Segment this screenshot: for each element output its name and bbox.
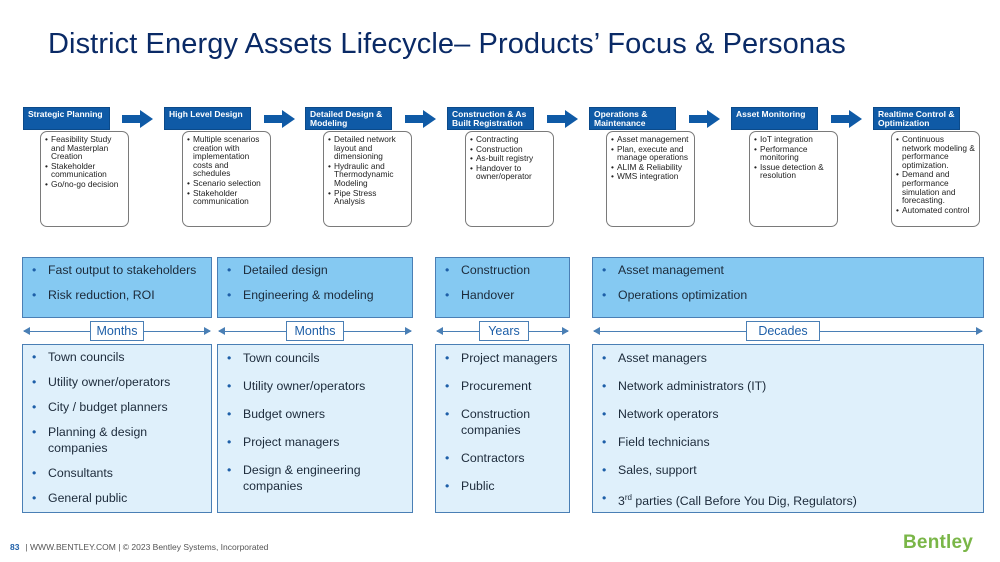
- phase-card-realtime-control: Continuous network modeling & performanc…: [891, 131, 980, 227]
- focus-item: Fast output to stakeholders: [29, 263, 205, 278]
- focus-item: Handover: [442, 288, 563, 303]
- phase-card-item: Detailed network layout and dimensioning: [328, 135, 407, 161]
- persona-item: Budget owners: [224, 406, 406, 422]
- focus-item: Engineering & modeling: [224, 288, 406, 303]
- phase-card-item: Stakeholder communication: [187, 188, 266, 206]
- persona-item: Utility owner/operators: [29, 374, 205, 390]
- phase-arrow-icon: [831, 110, 862, 128]
- third-parties-prefix: 3: [618, 494, 625, 509]
- phase-card-operations-maintenance: Asset management Plan, execute and manag…: [606, 131, 695, 227]
- persona-item: Public: [442, 478, 563, 494]
- persona-item: Project managers: [224, 434, 406, 450]
- phase-card-detailed-design: Detailed network layout and dimensioning…: [323, 131, 412, 227]
- persona-item: Project managers: [442, 350, 563, 366]
- phase-card-item: Plan, execute and manage operations: [611, 144, 690, 162]
- phase-card-item: Multiple scenarios creation with impleme…: [187, 135, 266, 178]
- duration-label-design: Months: [286, 321, 344, 341]
- phase-card-high-level-design: Multiple scenarios creation with impleme…: [182, 131, 271, 227]
- phase-card-item: As-built registry: [470, 154, 549, 163]
- phase-card-item: Stakeholder communication: [45, 161, 124, 179]
- focus-box-design: Detailed design Engineering & modeling: [217, 257, 413, 318]
- phase-card-item: Contracting: [470, 135, 549, 144]
- bentley-logo: Bentley: [903, 532, 974, 553]
- phase-card-item: Go/no-go decision: [45, 180, 124, 189]
- phase-card-strategic-planning: Feasibility Study and Masterplan Creatio…: [40, 131, 129, 227]
- phase-card-item: IoT integration: [754, 135, 833, 144]
- focus-item: Asset management: [599, 263, 977, 278]
- persona-item: City / budget planners: [29, 399, 205, 415]
- persona-item: Procurement: [442, 378, 563, 394]
- persona-item: Utility owner/operators: [224, 378, 406, 394]
- persona-item: Network operators: [599, 406, 977, 422]
- persona-item-third-parties: 3rd parties (Call Before You Dig, Regula…: [599, 490, 977, 509]
- focus-item: Detailed design: [224, 263, 406, 278]
- third-parties-sup: rd: [624, 493, 632, 502]
- focus-item: Risk reduction, ROI: [29, 288, 205, 303]
- phase-card-item: Scenario selection: [187, 179, 266, 188]
- phase-header-detailed-design: Detailed Design & Modeling: [305, 107, 392, 130]
- persona-item: Town councils: [224, 350, 406, 366]
- duration-label-planning: Months: [90, 321, 144, 341]
- phase-arrow-icon: [689, 110, 720, 128]
- persona-item: Construction companies: [442, 406, 563, 438]
- phase-card-item: Hydraulic and Thermodynamic Modeling: [328, 162, 407, 188]
- duration-label-construction: Years: [479, 321, 529, 341]
- phase-card-item: Performance monitoring: [754, 144, 833, 162]
- phase-card-item: Feasibility Study and Masterplan Creatio…: [45, 135, 124, 161]
- focus-box-planning: Fast output to stakeholders Risk reducti…: [22, 257, 212, 318]
- persona-item: General public: [29, 490, 205, 506]
- duration-label-operations: Decades: [746, 321, 820, 341]
- footer: 83 | WWW.BENTLEY.COM | © 2023 Bentley Sys…: [10, 542, 268, 552]
- phase-header-high-level-design: High Level Design: [164, 107, 251, 130]
- persona-item: Contractors: [442, 450, 563, 466]
- phase-header-asset-monitoring: Asset Monitoring: [731, 107, 818, 130]
- footer-text: | WWW.BENTLEY.COM | © 2023 Bentley Syste…: [25, 542, 269, 552]
- phase-card-asset-monitoring: IoT integration Performance monitoring I…: [749, 131, 838, 227]
- phase-card-item: Issue detection & resolution: [754, 162, 833, 180]
- page-number: 83: [10, 542, 20, 552]
- phase-card-item: WMS integration: [611, 172, 690, 181]
- phase-card-item: Automated control: [896, 206, 975, 215]
- third-parties-text: parties (Call Before You Dig, Regulators…: [631, 494, 857, 509]
- slide-title: District Energy Assets Lifecycle– Produc…: [48, 28, 846, 60]
- persona-box-planning: Town councils Utility owner/operators Ci…: [22, 344, 212, 513]
- focus-box-operations: Asset management Operations optimization: [592, 257, 984, 318]
- persona-item: Planning & design companies: [29, 424, 205, 456]
- persona-item: Asset managers: [599, 350, 977, 366]
- persona-item: Design & engineering companies: [224, 462, 406, 494]
- phase-card-item: Handover to owner/operator: [470, 163, 549, 181]
- phase-arrow-icon: [122, 110, 153, 128]
- phase-arrow-icon: [405, 110, 436, 128]
- phase-card-item: Asset management: [611, 135, 690, 144]
- phase-card-item: ALIM & Reliability: [611, 163, 690, 172]
- phase-card-construction: Contracting Construction As-built regist…: [465, 131, 554, 227]
- persona-box-operations: Asset managers Network administrators (I…: [592, 344, 984, 513]
- persona-item: Town councils: [29, 349, 205, 365]
- phase-card-item: Demand and performance simulation and fo…: [896, 170, 975, 204]
- persona-item: Sales, support: [599, 462, 977, 478]
- focus-item: Operations optimization: [599, 288, 977, 303]
- phase-arrow-icon: [264, 110, 295, 128]
- phase-arrow-icon: [547, 110, 578, 128]
- phase-header-operations-maintenance: Operations & Maintenance: [589, 107, 676, 130]
- phase-header-strategic-planning: Strategic Planning: [23, 107, 110, 130]
- persona-box-construction: Project managers Procurement Constructio…: [435, 344, 570, 513]
- focus-box-construction: Construction Handover: [435, 257, 570, 318]
- phase-card-item: Construction: [470, 144, 549, 154]
- phase-header-realtime-control: Realtime Control & Optimization: [873, 107, 960, 130]
- persona-item: Consultants: [29, 465, 205, 481]
- persona-item: Field technicians: [599, 434, 977, 450]
- phase-card-item: Pipe Stress Analysis: [328, 188, 407, 206]
- phase-header-construction: Construction & As Built Registration: [447, 107, 534, 130]
- focus-item: Construction: [442, 263, 563, 278]
- persona-item: Network administrators (IT): [599, 378, 977, 394]
- persona-box-design: Town councils Utility owner/operators Bu…: [217, 344, 413, 513]
- phase-card-item: Continuous network modeling & performanc…: [896, 135, 975, 169]
